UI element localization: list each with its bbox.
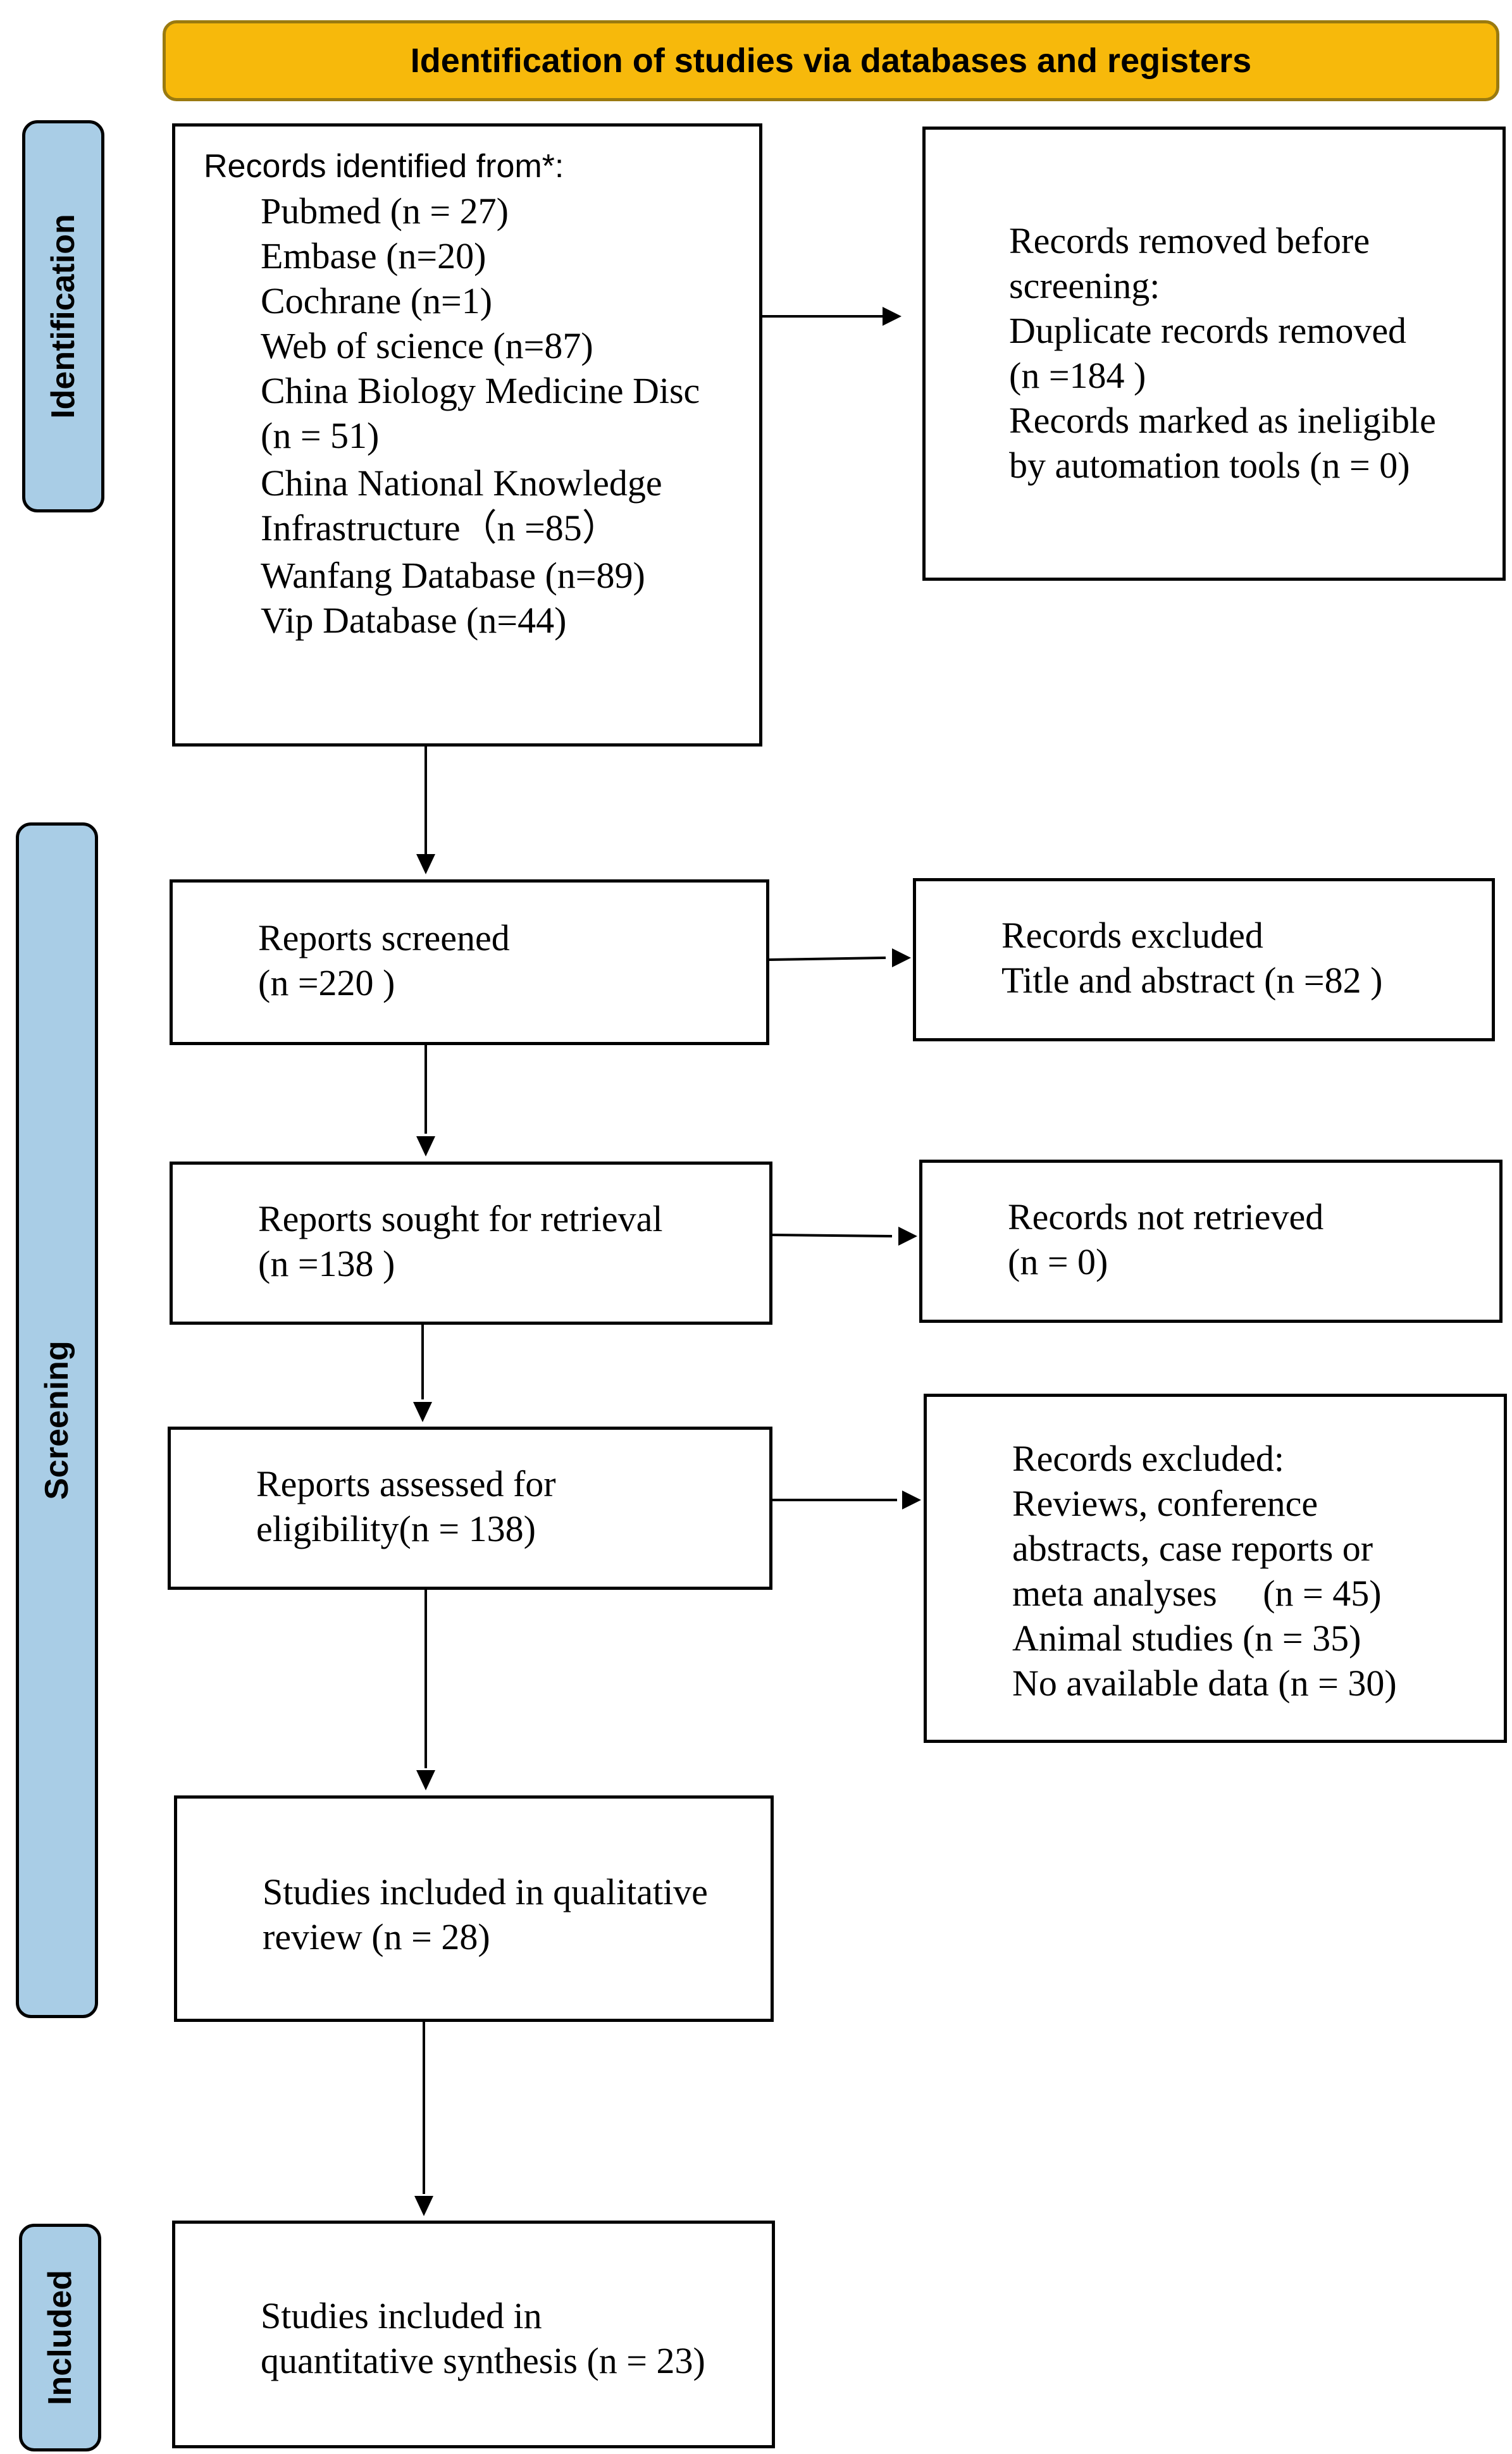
header-title: Identification of studies via databases … <box>410 42 1252 80</box>
qualitative-line-1: Studies included in qualitative <box>263 1871 708 1912</box>
records-identified-box: Records identified from*: Pubmed (n = 27… <box>172 123 762 747</box>
source-web-of-science: Web of science (n=87) <box>261 325 593 366</box>
excluded-full-line-4: meta analyses (n = 45) <box>1012 1573 1382 1614</box>
source-wanfang: Wanfang Database (n=89) <box>261 555 645 596</box>
removed-line-1: Records removed before <box>1009 220 1370 261</box>
retrieval-line-1: Reports sought for retrieval <box>258 1198 663 1239</box>
excluded-full-line-2: Reviews, conference <box>1012 1483 1318 1524</box>
records-removed-box: Records removed before screening: Duplic… <box>922 127 1506 581</box>
retrieval-line-2: (n =138 ) <box>258 1243 395 1284</box>
arrowhead-screened <box>416 854 435 874</box>
removed-line-5: Records marked as ineligible <box>1009 400 1436 441</box>
screened-line-2: (n =220 ) <box>258 962 395 1003</box>
records-identified-heading: Records identified from*: <box>204 148 564 185</box>
excluded-full-line-6: No available data (n = 30) <box>1012 1663 1397 1704</box>
source-pubmed: Pubmed (n = 27) <box>261 190 509 232</box>
records-excluded-full-box: Records excluded: Reviews, conference ab… <box>924 1394 1507 1743</box>
arrowhead-removed <box>883 307 902 326</box>
screened-line-1: Reports screened <box>258 917 510 958</box>
excluded-title-line-2: Title and abstract (n =82 ) <box>1001 960 1383 1001</box>
records-excluded-title-box: Records excluded Title and abstract (n =… <box>913 878 1495 1041</box>
removed-line-2: screening: <box>1009 265 1160 306</box>
arrowhead-excluded-full <box>902 1490 921 1509</box>
source-cnki-line2: Infrastructure（n =85） <box>261 507 619 548</box>
reports-eligibility-box: Reports assessed for eligibility(n = 138… <box>168 1427 772 1590</box>
records-not-retrieved-box: Records not retrieved (n = 0) <box>919 1160 1503 1323</box>
arrow-retrieval-to-not-retrieved <box>772 1234 893 1237</box>
arrowhead-excluded-title <box>892 948 911 967</box>
source-cbm-line2: (n = 51) <box>261 415 380 456</box>
eligibility-line-2: eligibility(n = 138) <box>256 1508 536 1549</box>
reports-retrieval-box: Reports sought for retrieval (n =138 ) <box>170 1162 772 1325</box>
source-cochrane: Cochrane (n=1) <box>261 280 493 321</box>
source-embase: Embase (n=20) <box>261 235 486 276</box>
not-retrieved-line-1: Records not retrieved <box>1008 1196 1324 1237</box>
qualitative-review-box: Studies included in qualitative review (… <box>174 1795 774 2022</box>
eligibility-line-1: Reports assessed for <box>256 1463 556 1504</box>
phase-label-identification: Identification <box>22 120 104 512</box>
excluded-full-line-3: abstracts, case reports or <box>1012 1528 1373 1569</box>
header-banner: Identification of studies via databases … <box>163 20 1499 101</box>
arrowhead-quantitative <box>414 2196 433 2216</box>
excluded-title-line-1: Records excluded <box>1001 915 1263 956</box>
reports-screened-box: Reports screened (n =220 ) <box>170 879 769 1045</box>
source-vip: Vip Database (n=44) <box>261 600 567 641</box>
source-cnki-line1: China National Knowledge <box>261 462 662 504</box>
arrowhead-eligibility <box>413 1402 432 1422</box>
removed-line-3: Duplicate records removed <box>1009 310 1407 351</box>
qualitative-line-2: review (n = 28) <box>263 1916 490 1957</box>
removed-line-4: (n =184 ) <box>1009 355 1146 396</box>
not-retrieved-line-2: (n = 0) <box>1008 1241 1108 1282</box>
quantitative-line-2: quantitative synthesis (n = 23) <box>261 2340 705 2381</box>
excluded-full-line-5: Animal studies (n = 35) <box>1012 1618 1361 1659</box>
arrowhead-retrieval <box>416 1136 435 1156</box>
arrow-screened-to-excluded <box>769 957 886 961</box>
excluded-full-line-1: Records excluded: <box>1012 1438 1285 1479</box>
arrowhead-not-retrieved <box>898 1227 917 1246</box>
phase-label-included: Included <box>19 2224 101 2451</box>
phase-label-screening: Screening <box>16 822 98 2018</box>
source-cbm-line1: China Biology Medicine Disc <box>261 370 700 411</box>
arrowhead-qualitative <box>416 1770 435 1790</box>
removed-line-6: by automation tools (n = 0) <box>1009 445 1410 486</box>
quantitative-synthesis-box: Studies included in quantitative synthes… <box>172 2221 775 2448</box>
quantitative-line-1: Studies included in <box>261 2295 542 2336</box>
